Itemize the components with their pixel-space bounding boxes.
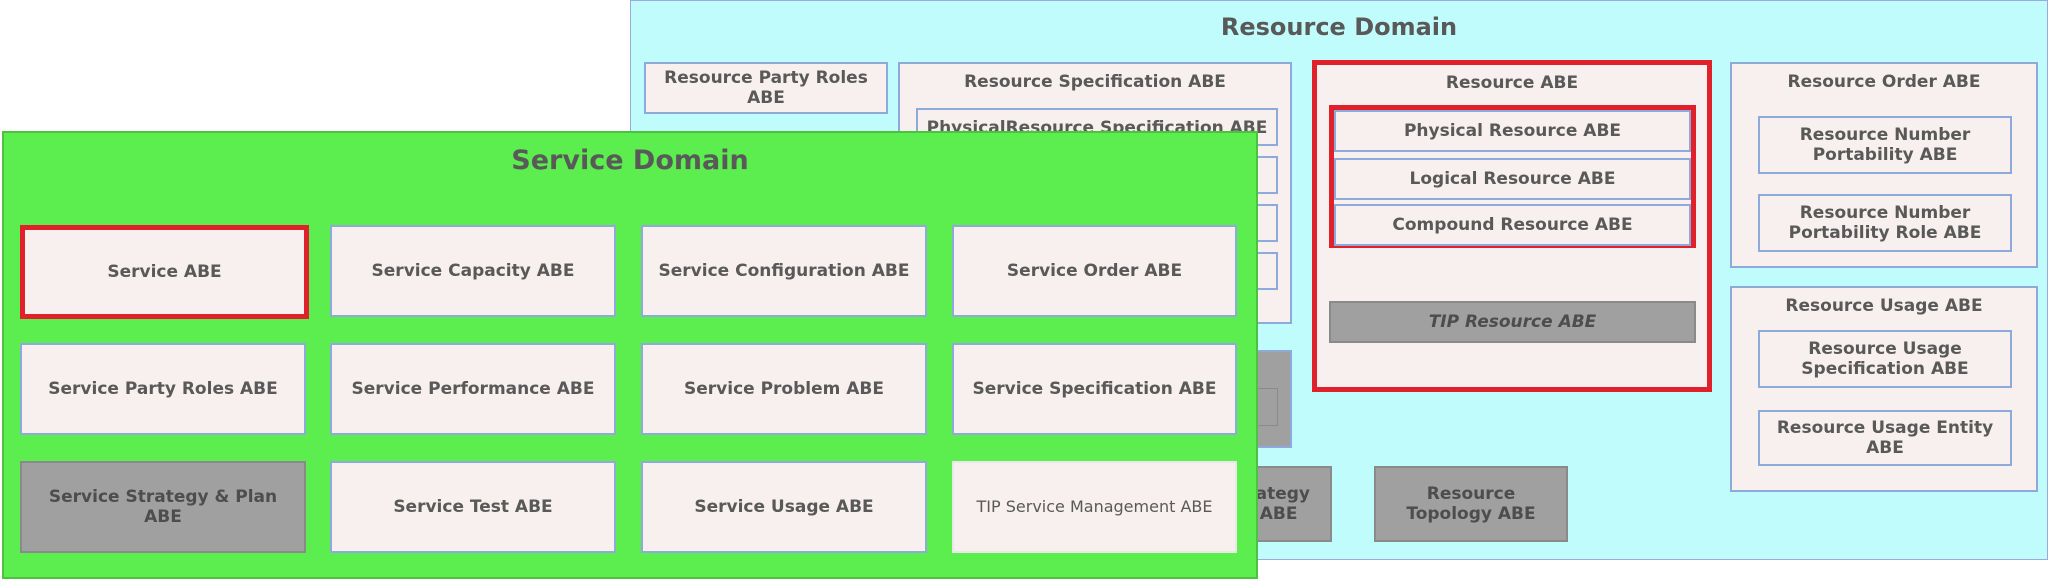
resource-usage-abe[interactable]: Resource Usage ABE Resource Usage Specif… xyxy=(1730,286,2038,492)
tip-service-management-abe[interactable]: TIP Service Management ABE xyxy=(952,461,1237,553)
service-capacity-abe[interactable]: Service Capacity ABE xyxy=(330,225,616,317)
service-domain-title: Service Domain xyxy=(511,145,749,176)
resource-usage-entity-abe[interactable]: Resource Usage Entity ABE xyxy=(1758,410,2012,466)
tip-resource-abe[interactable]: TIP Resource ABE xyxy=(1329,301,1696,343)
resource-usage-specification-abe[interactable]: Resource Usage Specification ABE xyxy=(1758,330,2012,388)
service-test-abe[interactable]: Service Test ABE xyxy=(330,461,616,553)
service-abe[interactable]: Service ABE xyxy=(20,225,309,319)
service-problem-abe[interactable]: Service Problem ABE xyxy=(641,343,927,435)
service-usage-abe[interactable]: Service Usage ABE xyxy=(641,461,927,553)
compound-resource-abe[interactable]: Compound Resource ABE xyxy=(1334,204,1691,246)
logical-resource-abe[interactable]: Logical Resource ABE xyxy=(1334,158,1691,200)
resource-order-abe[interactable]: Resource Order ABE Resource Number Porta… xyxy=(1730,62,2038,268)
service-order-abe[interactable]: Service Order ABE xyxy=(952,225,1237,317)
physical-resource-abe[interactable]: Physical Resource ABE xyxy=(1334,110,1691,152)
service-performance-abe[interactable]: Service Performance ABE xyxy=(330,343,616,435)
service-specification-abe[interactable]: Service Specification ABE xyxy=(952,343,1237,435)
service-configuration-abe[interactable]: Service Configuration ABE xyxy=(641,225,927,317)
resource-abe[interactable]: Resource ABE Physical Resource ABE Logic… xyxy=(1312,60,1712,392)
resource-specification-title: Resource Specification ABE xyxy=(964,72,1226,92)
service-party-roles-abe[interactable]: Service Party Roles ABE xyxy=(20,343,306,435)
resource-order-title: Resource Order ABE xyxy=(1787,72,1981,92)
resource-topology-abe[interactable]: Resource Topology ABE xyxy=(1374,466,1568,542)
resource-usage-title: Resource Usage ABE xyxy=(1785,296,1983,316)
resource-abe-highlight: Physical Resource ABE Logical Resource A… xyxy=(1329,105,1696,248)
resource-abe-title: Resource ABE xyxy=(1445,73,1579,93)
resource-number-portability-abe[interactable]: Resource Number Portability ABE xyxy=(1758,116,2012,174)
resource-party-roles-abe[interactable]: Resource Party Roles ABE xyxy=(644,62,888,114)
resource-number-portability-role-abe[interactable]: Resource Number Portability Role ABE xyxy=(1758,194,2012,252)
service-strategy-plan-abe[interactable]: Service Strategy & Plan ABE xyxy=(20,461,306,553)
resource-domain-title: Resource Domain xyxy=(1220,13,1458,41)
